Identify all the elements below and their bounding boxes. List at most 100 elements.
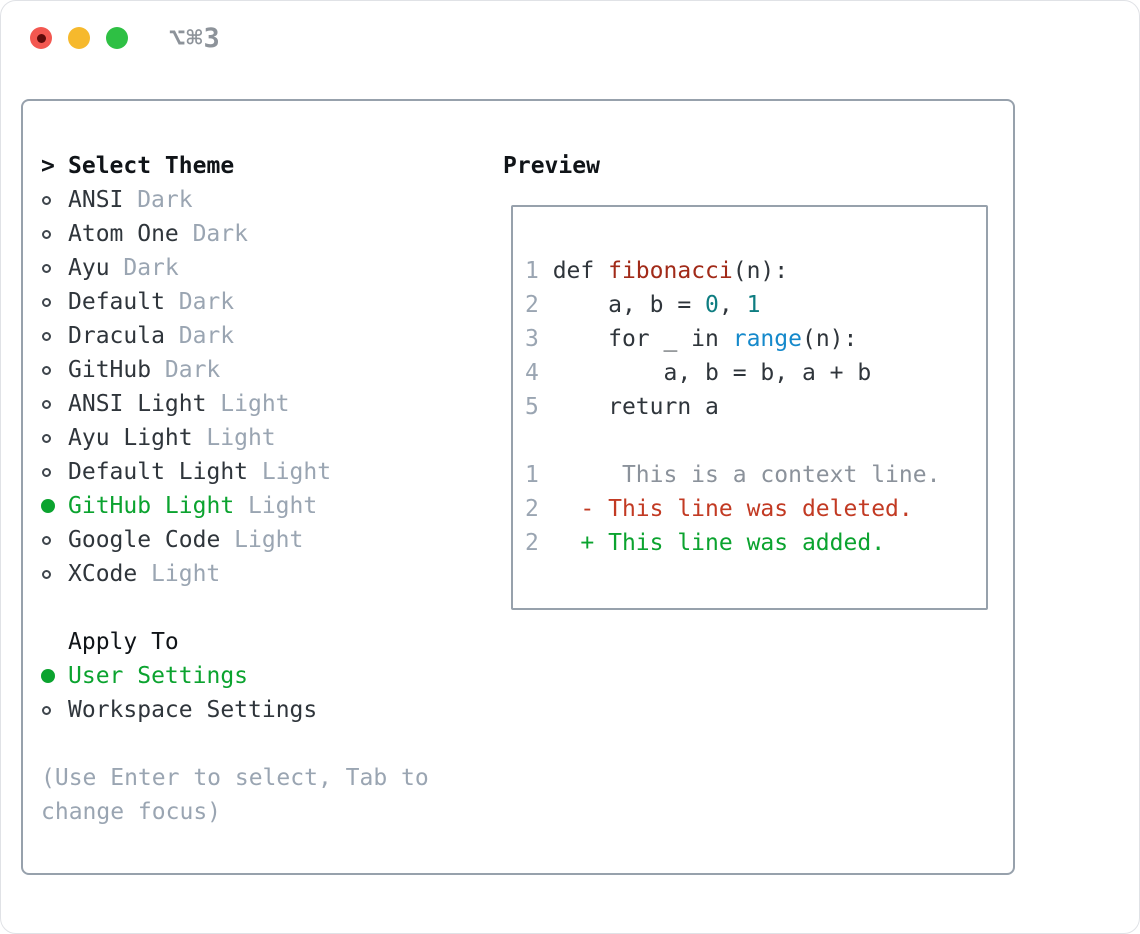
radio-unselected-icon xyxy=(42,433,51,443)
blank-line xyxy=(525,424,974,458)
line-number: 1 xyxy=(525,462,539,488)
code-token-context: This is a context line. xyxy=(538,462,941,488)
theme-option-label: Default Light xyxy=(68,459,249,485)
radio-marker xyxy=(41,331,68,341)
preview-diff-line: 1 This is a context line. xyxy=(525,458,974,492)
code-token-text: return a xyxy=(538,394,719,420)
theme-option-dracula[interactable]: Dracula Dark xyxy=(41,319,481,353)
theme-variant-tag: Light xyxy=(234,527,304,553)
code-token-text: , xyxy=(718,292,747,318)
preview-code-line: 1 def fibonacci(n): xyxy=(525,254,974,288)
preview-code-line: 5 return a xyxy=(525,390,974,424)
radio-unselected-icon xyxy=(42,399,51,409)
line-number: 5 xyxy=(525,394,539,420)
radio-unselected-icon xyxy=(42,195,51,205)
theme-option-ansi[interactable]: ANSI Dark xyxy=(41,183,481,217)
preview-title: Preview xyxy=(503,153,600,179)
theme-option-label: ANSI Light xyxy=(68,391,207,417)
theme-option-label: Dracula xyxy=(68,323,165,349)
radio-marker xyxy=(41,467,68,477)
theme-option-label: Google Code xyxy=(68,527,221,553)
radio-marker xyxy=(41,399,68,409)
theme-variant-tag: Light xyxy=(220,391,290,417)
select-theme-header: > Select Theme xyxy=(41,149,481,183)
radio-unselected-icon xyxy=(42,705,51,715)
theme-option-default[interactable]: Default Dark xyxy=(41,285,481,319)
theme-variant-tag: Light xyxy=(206,425,276,451)
radio-unselected-icon xyxy=(42,467,51,477)
apply-option-user-settings[interactable]: User Settings xyxy=(41,659,481,693)
theme-option-google-code[interactable]: Google Code Light xyxy=(41,523,481,557)
theme-option-label: ANSI xyxy=(68,187,124,213)
theme-option-label: Ayu Light xyxy=(68,425,193,451)
theme-option-github-light[interactable]: GitHub Light Light xyxy=(41,489,481,523)
code-token-text: (n): xyxy=(732,258,789,284)
radio-marker xyxy=(41,229,68,239)
keyboard-hint: (Use Enter to select, Tab to change focu… xyxy=(41,765,429,825)
apply-option-workspace-settings[interactable]: Workspace Settings xyxy=(41,693,481,727)
line-number: 4 xyxy=(525,360,539,386)
theme-option-label: GitHub Light xyxy=(68,493,235,519)
radio-marker xyxy=(41,669,68,683)
radio-marker xyxy=(41,195,68,205)
theme-variant-tag: Dark xyxy=(123,255,179,281)
code-token-text: def xyxy=(538,258,609,284)
line-number: 2 xyxy=(525,530,539,556)
radio-marker xyxy=(41,297,68,307)
theme-option-label: XCode xyxy=(68,561,138,587)
radio-marker xyxy=(41,535,68,545)
radio-unselected-icon xyxy=(42,365,51,375)
radio-unselected-icon xyxy=(42,229,51,239)
theme-option-ayu[interactable]: Ayu Dark xyxy=(41,251,481,285)
close-button-icon[interactable] xyxy=(30,27,52,49)
theme-option-ayu-light[interactable]: Ayu Light Light xyxy=(41,421,481,455)
code-token-func: fibonacci xyxy=(608,258,733,284)
code-token-num: 0 xyxy=(705,292,719,318)
radio-selected-icon xyxy=(41,669,55,683)
preview-code-line: 3 for _ in range(n): xyxy=(525,322,974,356)
minimize-button-icon[interactable] xyxy=(68,27,90,49)
radio-marker xyxy=(41,705,68,715)
radio-marker xyxy=(41,433,68,443)
apply-option-label: Workspace Settings xyxy=(68,697,318,723)
select-theme-title: Select Theme xyxy=(68,153,235,179)
theme-option-label: Ayu xyxy=(68,255,110,281)
window-title: ⌥⌘3 xyxy=(169,23,221,54)
radio-marker xyxy=(41,263,68,273)
theme-variant-tag: Light xyxy=(247,493,318,519)
preview-code-line: 2 a, b = 0, 1 xyxy=(525,288,974,322)
radio-unselected-icon xyxy=(42,263,51,273)
line-number: 2 xyxy=(525,496,539,522)
prompt-arrow-icon: > xyxy=(41,153,55,179)
code-token-builtin: range xyxy=(732,326,802,352)
theme-option-ansi-light[interactable]: ANSI Light Light xyxy=(41,387,481,421)
radio-unselected-icon xyxy=(42,535,51,545)
theme-variant-tag: Dark xyxy=(178,323,235,349)
code-token-added: + This line was added. xyxy=(538,530,886,556)
code-token-text: a, b = b, a + b xyxy=(538,360,872,386)
zoom-button-icon[interactable] xyxy=(106,27,128,49)
code-token-num: 1 xyxy=(746,292,761,318)
radio-marker xyxy=(41,365,68,375)
theme-option-label: Default xyxy=(68,289,165,315)
theme-variant-tag: Dark xyxy=(164,357,221,383)
radio-unselected-icon xyxy=(42,569,51,579)
code-token-text: a, b = xyxy=(538,292,706,318)
code-token-text: (n): xyxy=(801,326,858,352)
theme-option-label: Atom One xyxy=(68,221,179,247)
theme-variant-tag: Dark xyxy=(137,187,193,213)
radio-marker xyxy=(41,569,68,579)
theme-variant-tag: Dark xyxy=(178,289,235,315)
line-number: 3 xyxy=(525,326,539,352)
line-number: 1 xyxy=(525,258,539,284)
